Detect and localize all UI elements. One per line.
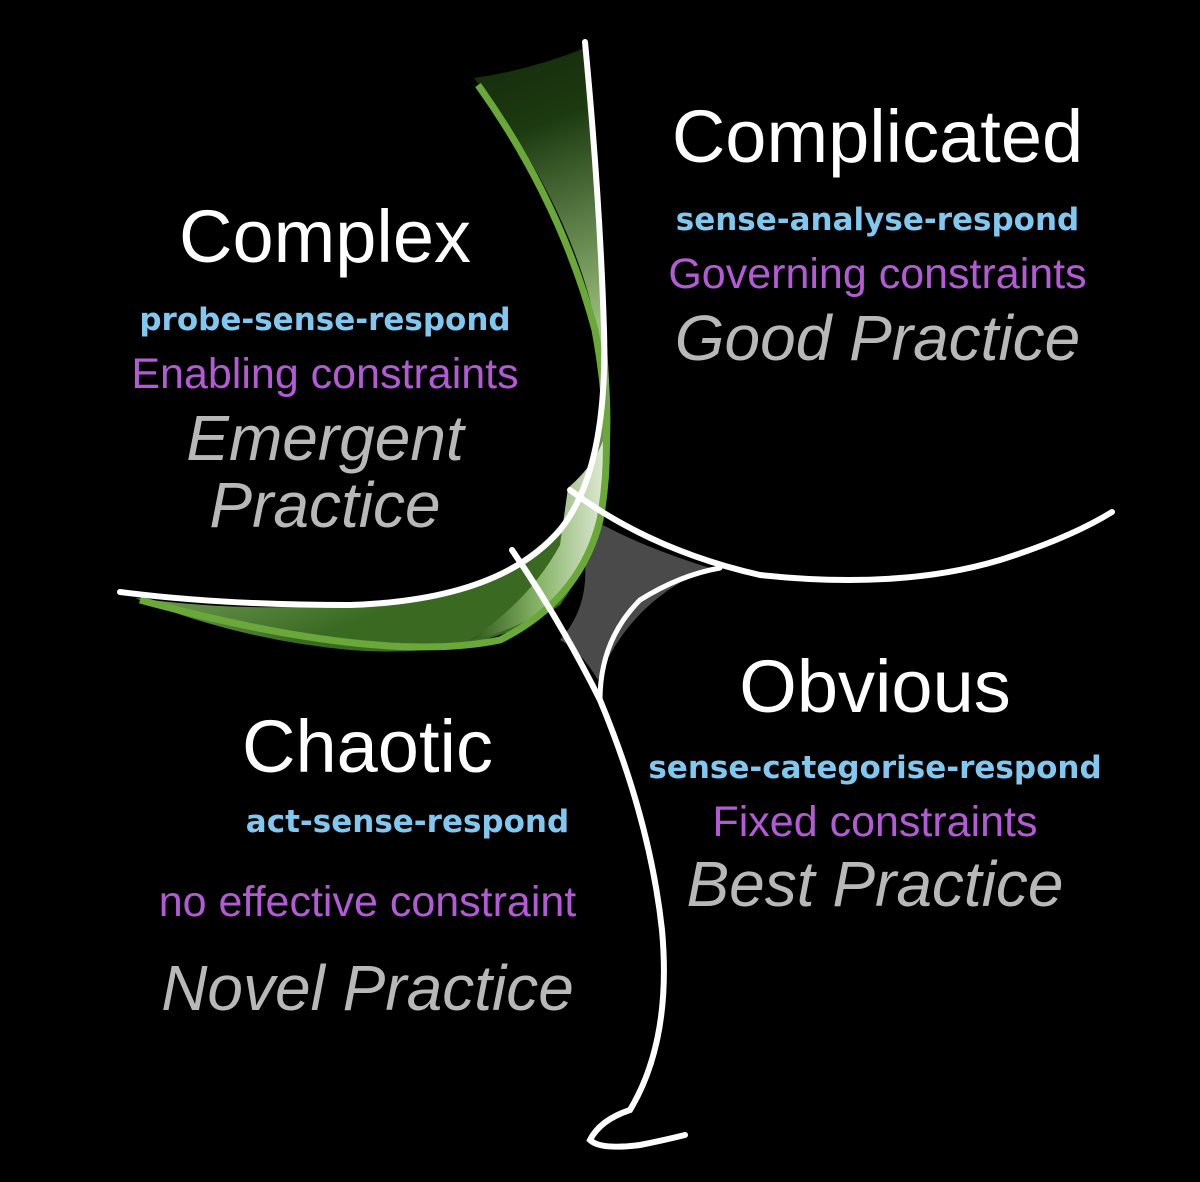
obvious-constraint: Fixed constraints: [712, 798, 1038, 846]
chaotic-title: Chaotic: [242, 705, 493, 788]
obvious-title: Obvious: [739, 645, 1011, 728]
chaotic-approach: act-sense-respond: [245, 804, 570, 840]
complex-practice: Emergent Practice: [80, 402, 570, 542]
domain-complex: Complex probe-sense-respond Enabling con…: [80, 200, 570, 539]
complicated-obvious-boundary: [567, 487, 1115, 583]
complex-practice-line1: Emergent: [186, 402, 464, 474]
complex-constraint: Enabling constraints: [131, 350, 519, 398]
complacency-cliff-highlight: [470, 430, 607, 640]
obvious-practice: Best Practice: [686, 848, 1064, 920]
chaotic-obvious-boundary-inner: [597, 565, 723, 703]
domain-obvious: Obvious sense-categorise-respond Fixed c…: [640, 650, 1110, 918]
complicated-title: Complicated: [671, 95, 1084, 178]
complex-approach: probe-sense-respond: [139, 302, 511, 338]
disorder-region: [560, 505, 710, 680]
complicated-practice: Good Practice: [674, 302, 1081, 374]
complex-practice-line2: Practice: [209, 469, 441, 542]
complacency-cliff-edge: [139, 82, 610, 651]
chaotic-obvious-boundary: [509, 547, 688, 1150]
obvious-approach: sense-categorise-respond: [648, 750, 1102, 786]
domain-complicated: Complicated sense-analyse-respond Govern…: [625, 100, 1130, 372]
complicated-constraint: Governing constraints: [668, 250, 1087, 298]
complicated-approach: sense-analyse-respond: [675, 202, 1080, 238]
complex-title: Complex: [179, 195, 471, 278]
complex-complicated-boundary: [117, 39, 608, 609]
domain-chaotic: Chaotic act-sense-respond no effective c…: [110, 710, 625, 1022]
chaotic-practice: Novel Practice: [161, 952, 574, 1024]
chaotic-constraint: no effective constraint: [158, 878, 577, 926]
